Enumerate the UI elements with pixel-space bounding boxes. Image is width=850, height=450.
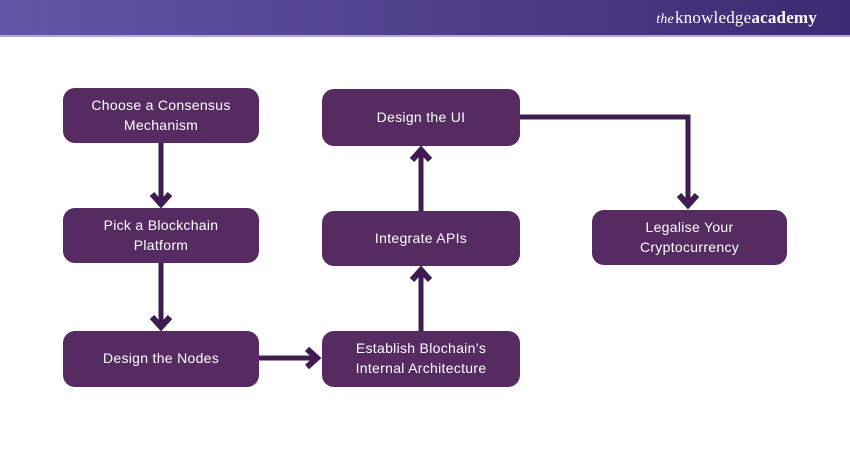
node-establish-architecture: Establish Blochain’s Internal Architectu…: [322, 331, 520, 387]
node-design-nodes: Design the Nodes: [63, 331, 259, 387]
logo-the: the: [656, 11, 674, 27]
arrow-apis-to-ui: [409, 145, 433, 211]
arrow-ui-to-legalise: [520, 114, 700, 210]
node-design-ui: Design the UI: [322, 89, 520, 146]
brand-logo: theknowledgeacademy: [656, 8, 850, 28]
logo-academy: academy: [751, 7, 817, 27]
arrow-nodes-to-architecture: [259, 346, 322, 370]
header-underline: [0, 35, 850, 37]
node-pick-platform: Pick a Blockchain Platform: [63, 208, 259, 263]
arrow-architecture-to-apis: [409, 265, 433, 331]
node-legalise-crypto: Legalise Your Cryptocurrency: [592, 210, 787, 265]
node-integrate-apis: Integrate APIs: [322, 211, 520, 266]
node-choose-consensus: Choose a Consensus Mechanism: [63, 88, 259, 143]
arrow-consensus-to-platform: [149, 143, 173, 209]
header-bar: theknowledgeacademy: [0, 0, 850, 35]
logo-knowledge: knowledge: [674, 7, 752, 27]
arrow-platform-to-nodes: [149, 263, 173, 332]
